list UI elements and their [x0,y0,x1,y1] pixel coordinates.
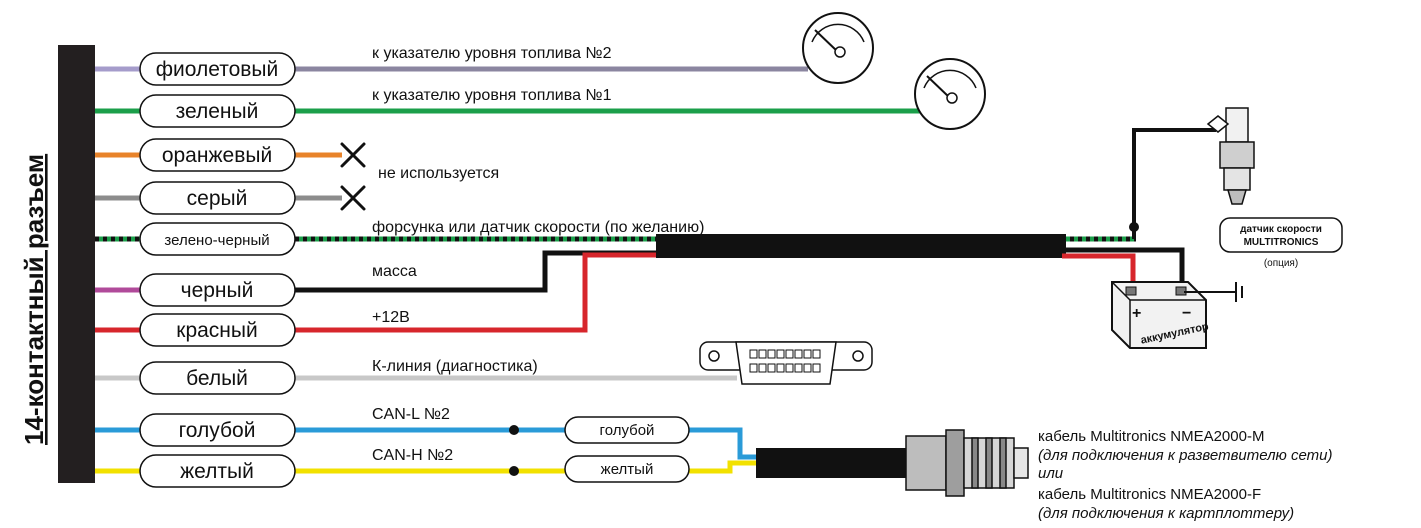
wire-desc: К-линия (диагностика) [372,358,538,375]
connector-title: 14-контактный разъем [19,154,49,445]
wire-desc: +12В [372,309,410,326]
pill-label: оранжевый [162,144,272,167]
pill-label: серый [187,187,248,210]
pill-label: голубой [179,419,256,442]
injector-wire [1132,128,1216,239]
wire-blue [295,427,760,460]
wire-desc: масса [372,263,417,280]
pill-label: фиолетовый [156,58,279,81]
battery-minus: − [1182,305,1191,322]
not-used-x-icon [340,185,366,211]
cable-note-line4: кабель Multitronics NMEA2000-F [1038,486,1261,503]
pill-label: зеленый [176,100,259,123]
obd-connector-icon [699,341,873,385]
wire-desc: CAN-H №2 [372,447,453,464]
pill-label: белый [186,367,248,390]
cable-note-line3: или [1038,465,1064,482]
harness-red-to-battery [1062,253,1136,292]
pill-label: красный [176,319,257,342]
wire-desc: CAN-L №2 [372,406,450,423]
pill-black: черный [139,273,296,307]
battery-plus: + [1132,305,1141,322]
pill-label: зелено-черный [164,232,269,249]
junction-dot [509,466,519,476]
junction-dot [509,425,519,435]
pill-red: красный [139,313,296,347]
pill-secondary-blue: голубой [564,416,690,444]
not-used-label: не используется [378,165,499,182]
pill-green: зеленый [139,94,296,128]
ground-icon [1184,282,1243,302]
pill-secondary-yellow: желтый [564,455,690,483]
injector-icon [1206,107,1255,205]
sensor-line1: датчик скорости [1240,224,1322,235]
fuel-gauge-icon [802,12,874,84]
cable-note-line5: (для подключения к картплоттеру) [1038,505,1294,522]
pill-label: голубой [600,422,655,439]
not-used-x-icon [340,142,366,168]
harness-black-to-battery [1062,247,1185,292]
can-cable [756,448,912,478]
harness-bundle [656,234,1066,258]
connector-block [58,45,95,483]
sensor-option: (опция) [1264,258,1298,269]
injector-junction [1129,222,1139,232]
nmea-connector-icon [905,429,1029,497]
pill-blue: голубой [139,413,296,447]
wire-desc: форсунка или датчик скорости (по желанию… [372,219,704,236]
pill-label: черный [181,279,254,302]
sensor-line2: MULTITRONICS [1244,237,1319,248]
pill-violet: фиолетовый [139,52,296,86]
wire-black [295,250,660,293]
pill-label: желтый [180,460,254,483]
pill-green-black: зелено-черный [139,222,296,256]
pill-label: желтый [601,461,654,478]
wire-red [295,252,660,333]
pill-orange: оранжевый [139,138,296,172]
cable-note-line1: кабель Multitronics NMEA2000-M [1038,428,1264,445]
wire-desc: к указателю уровня топлива №2 [372,45,612,62]
fuel-gauge-icon [914,58,986,130]
cable-note-line2: (для подключения к разветвителю сети) [1038,447,1333,464]
pill-yellow: желтый [139,454,296,488]
pill-white: белый [139,361,296,395]
wire-yellow [295,460,760,474]
wire-desc: к указателю уровня топлива №1 [372,87,612,104]
sensor-label-box: датчик скорости MULTITRONICS [1219,217,1343,253]
pill-gray: серый [139,181,296,215]
battery-icon: + − аккумулятор [1111,281,1210,349]
